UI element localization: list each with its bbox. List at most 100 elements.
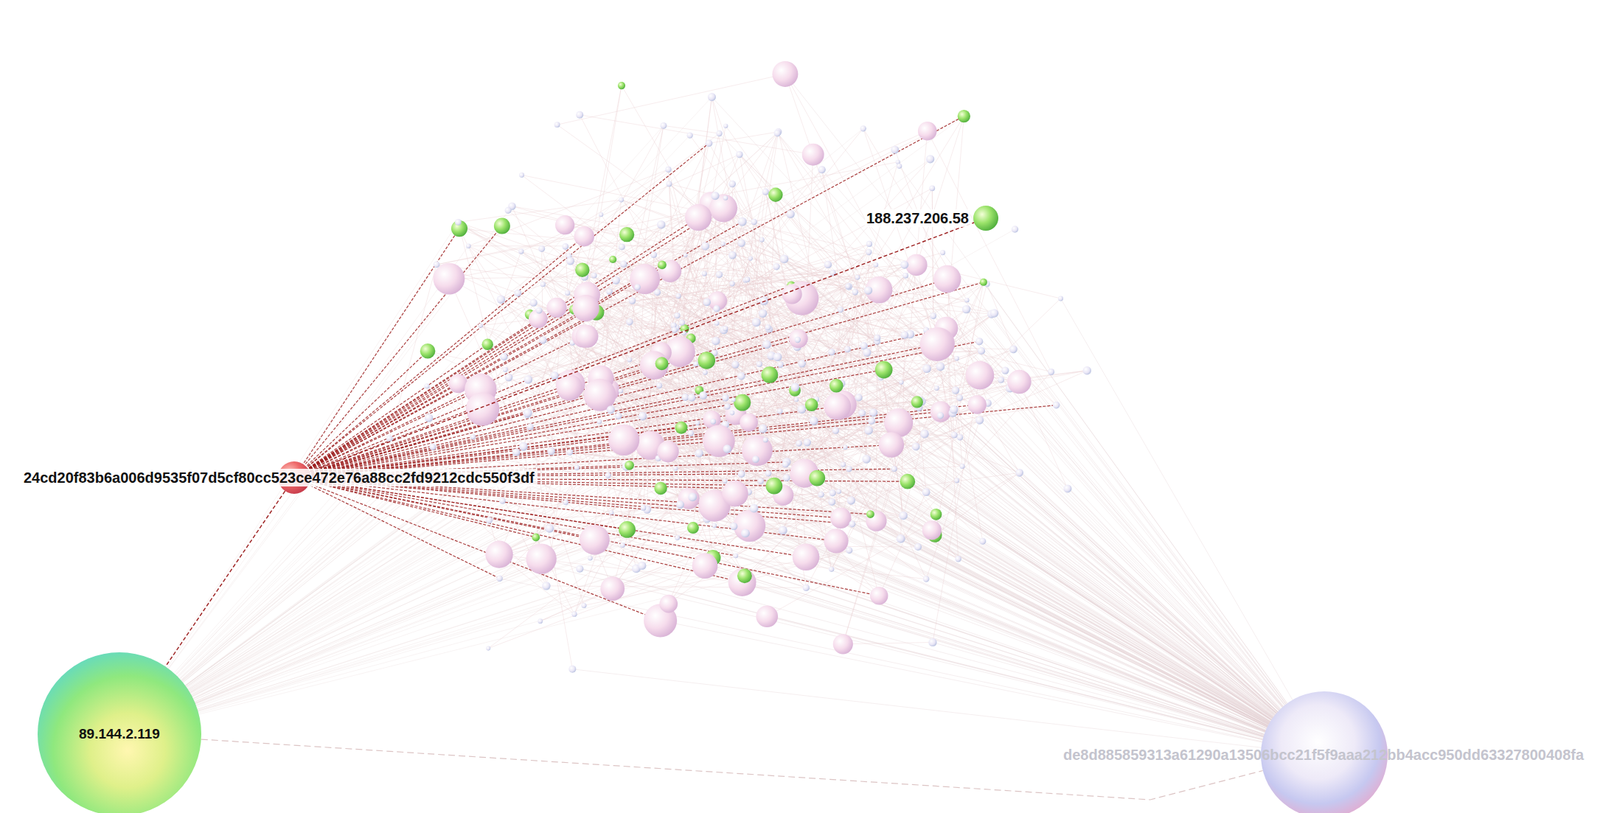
graph-vertex [567, 449, 573, 455]
graph-link [542, 284, 1325, 756]
graph-vertex [728, 180, 736, 189]
graph-vertex [744, 277, 750, 283]
graph-vertex [721, 394, 729, 402]
graph-vertex [896, 534, 906, 544]
graph-vertex [666, 181, 673, 188]
graph-vertex [833, 634, 854, 655]
graph-vertex [891, 465, 898, 472]
graph-vertex [673, 465, 678, 471]
graph-vertex [485, 646, 491, 652]
graph-vertex [581, 603, 587, 609]
graph-vertex [575, 262, 590, 277]
graph-vertex [823, 392, 851, 421]
graph-vertex [625, 318, 633, 326]
graph-link [777, 133, 1325, 756]
graph-link [629, 359, 1325, 756]
graph-vertex [975, 415, 984, 424]
graph-vertex [870, 586, 888, 605]
graph-link [119, 279, 948, 735]
graph-vertex [737, 372, 746, 381]
graph-vertex [739, 413, 758, 433]
graph-link [784, 258, 1325, 756]
graph-vertex [864, 286, 873, 295]
graph-vertex [619, 227, 635, 242]
graph-vertex [964, 297, 969, 303]
graph-link [696, 220, 1325, 756]
graph-link [294, 341, 980, 478]
graph-vertex [861, 454, 871, 464]
graph-vertex [936, 362, 946, 372]
graph-vertex [914, 543, 922, 551]
graph-vertex [803, 438, 812, 447]
graph-link [771, 356, 1325, 756]
graph-vertex [617, 81, 626, 90]
graph-link [119, 538, 902, 735]
graph-vertex [715, 271, 723, 278]
graph-vertex [990, 308, 1000, 318]
graph-link [569, 387, 1325, 756]
graph-vertex [920, 429, 930, 439]
graph-link [562, 125, 664, 309]
graph-link [119, 143, 710, 735]
graph-link [725, 198, 1325, 756]
graph-vertex [657, 260, 667, 270]
graph-vertex [797, 359, 806, 368]
graph-vertex [741, 435, 773, 466]
graph-link [533, 303, 1325, 756]
sphere-outline [973, 205, 999, 231]
host-node: 188.237.206.58 [973, 205, 999, 231]
graph-vertex [828, 498, 836, 506]
graph-vertex [823, 528, 848, 553]
graph-vertex [1047, 368, 1055, 376]
graph-link [904, 334, 1325, 756]
graph-vertex [673, 312, 680, 319]
graph-link [600, 377, 851, 501]
graph-vertex [609, 255, 617, 264]
graph-vertex [614, 412, 622, 420]
graph-link [711, 419, 1325, 756]
graph-vertex [554, 121, 561, 128]
graph-vertex [722, 325, 728, 332]
graph-vertex [928, 638, 937, 647]
graph-vertex [723, 123, 728, 129]
graph-vertex [1082, 366, 1092, 376]
graph-vertex [762, 339, 772, 349]
graph-link [682, 97, 712, 323]
graph-link [696, 364, 1325, 756]
graph-vertex [731, 360, 739, 368]
graph-link [899, 165, 1325, 756]
graph-link [715, 196, 1325, 756]
graph-link [718, 274, 1325, 756]
graph-link [294, 116, 964, 478]
graph-link [749, 422, 1325, 756]
graph-vertex [729, 410, 736, 416]
graph-link [294, 402, 743, 478]
graph-link [449, 278, 1325, 756]
graph-vertex [844, 283, 853, 291]
graph-vertex [485, 516, 493, 524]
graph-vertex [977, 347, 986, 355]
graph-vertex [862, 348, 871, 357]
graph-vertex [1063, 484, 1072, 493]
graph-vertex [656, 220, 666, 229]
graph-link [294, 221, 743, 478]
graph-vertex [609, 510, 614, 515]
graph-vertex [930, 508, 943, 521]
graph-link [609, 198, 726, 292]
graph-vertex [710, 418, 716, 425]
graph-vertex [502, 367, 509, 373]
graph-vertex [729, 522, 738, 531]
graph-link [294, 143, 710, 478]
graph-vertex [805, 398, 819, 412]
graph-link [119, 289, 879, 735]
graph-vertex [561, 243, 569, 250]
graph-link [468, 169, 669, 247]
graph-vertex [731, 397, 736, 402]
graph-vertex [777, 361, 784, 368]
host-node: 24cd20f83b6a006d9535f07d5cf80cc523ce472e… [277, 461, 311, 495]
graph-vertex [579, 524, 610, 556]
graph-link [874, 286, 1325, 756]
graph-link [541, 169, 669, 249]
graph-vertex [575, 325, 599, 349]
